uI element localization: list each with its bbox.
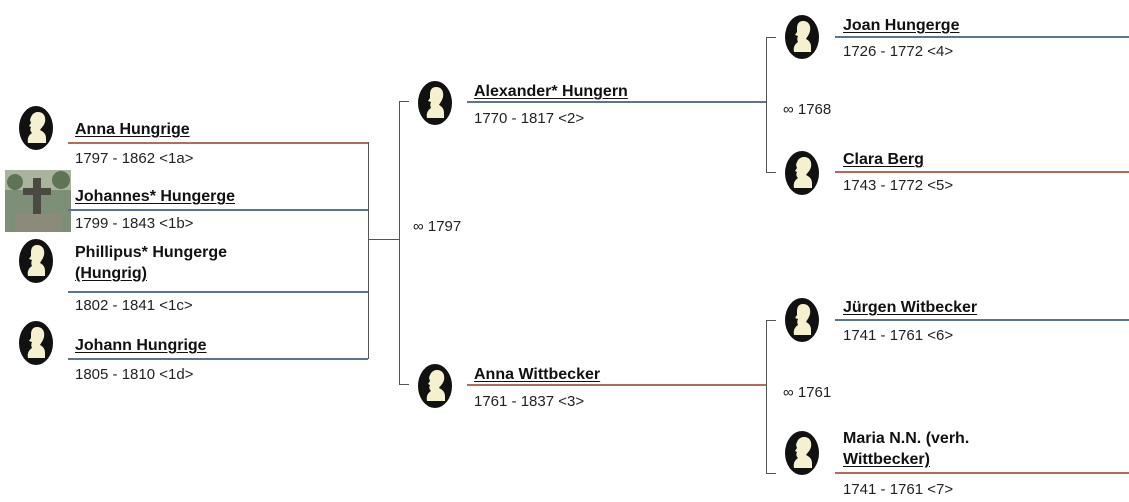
maternal-bracket-top (766, 320, 776, 321)
paternal-marriage-year: ∞ 1768 (783, 101, 832, 118)
child-dates-johannes: 1799 - 1843 <1b> (75, 215, 194, 232)
children-connector-vertical (368, 142, 369, 359)
child-dates-johann: 1805 - 1810 <1d> (75, 366, 194, 383)
father-dates: 1770 - 1817 <2> (474, 110, 585, 127)
grandmother-name-clara-berg[interactable]: Clara Berg (843, 151, 924, 168)
maternal-bracket-bottom (766, 473, 776, 474)
grandfather-name-joan-hungerge[interactable]: Joan Hungerge (843, 17, 960, 34)
parents-bracket-vertical (399, 101, 400, 385)
child-name-phillipus-line2[interactable]: (Hungrig) (75, 265, 147, 282)
grandmother-maternal-line (835, 472, 1129, 474)
mother-name-anna-wittbecker[interactable]: Anna Wittbecker (474, 366, 601, 383)
maternal-marriage-year: ∞ 1761 (783, 384, 832, 401)
child-dates-phillipus: 1802 - 1841 <1c> (75, 297, 193, 314)
female-silhouette-icon[interactable] (784, 430, 820, 476)
male-silhouette-icon[interactable] (18, 238, 54, 284)
mother-dates: 1761 - 1837 <3> (474, 393, 585, 410)
child-name-anna-hungrige[interactable]: Anna Hungrige (75, 121, 190, 138)
male-silhouette-icon[interactable] (18, 320, 54, 366)
grandfather-maternal-dates: 1741 - 1761 <6> (843, 327, 954, 344)
maternal-bracket-vertical (766, 320, 767, 474)
female-silhouette-icon[interactable] (784, 150, 820, 196)
grandfather-paternal-line (835, 36, 1129, 38)
male-silhouette-icon[interactable] (784, 297, 820, 343)
grandfather-maternal-line (835, 319, 1129, 321)
child-line-phillipus (68, 291, 368, 293)
father-line (467, 101, 767, 103)
children-to-parents-connector (368, 239, 399, 240)
child-dates-anna: 1797 - 1862 <1a> (75, 150, 194, 167)
child-name-johann-hungrige[interactable]: Johann Hungrige (75, 337, 207, 354)
grandfather-paternal-dates: 1726 - 1772 <4> (843, 43, 954, 60)
child-name-johannes-hungerge[interactable]: Johannes* Hungerge (75, 188, 236, 205)
parents-marriage-year: ∞ 1797 (413, 218, 462, 235)
father-name-alexander-hungern[interactable]: Alexander* Hungern (474, 83, 628, 100)
male-silhouette-icon[interactable] (784, 14, 820, 60)
female-silhouette-icon[interactable] (417, 363, 453, 409)
parents-bracket-bottom (399, 384, 409, 385)
male-silhouette-icon[interactable] (417, 80, 453, 126)
child-line-johannes (68, 209, 368, 211)
grandmother-maternal-dates: 1741 - 1761 <7> (843, 481, 954, 498)
grave-cross-image (5, 170, 71, 232)
grandmother-name-maria-line2[interactable]: Wittbecker) (843, 451, 930, 468)
grandmother-paternal-line (835, 171, 1129, 173)
child-line-anna (68, 142, 368, 144)
paternal-bracket-bottom (766, 172, 776, 173)
child-line-johann (68, 358, 368, 360)
mother-line (467, 384, 767, 386)
female-silhouette-icon[interactable] (18, 105, 54, 151)
grandmother-paternal-dates: 1743 - 1772 <5> (843, 177, 954, 194)
child-name-phillipus-line1[interactable]: Phillipus* Hungerge (75, 244, 228, 261)
grandmother-name-maria-line1[interactable]: Maria N.N. (verh. (843, 430, 970, 447)
parents-bracket-top (399, 101, 409, 102)
grandfather-name-jurgen-witbecker[interactable]: Jürgen Witbecker (843, 299, 978, 316)
paternal-bracket-vertical (766, 37, 767, 173)
paternal-bracket-top (766, 37, 776, 38)
grave-photo-thumbnail[interactable] (5, 170, 71, 232)
